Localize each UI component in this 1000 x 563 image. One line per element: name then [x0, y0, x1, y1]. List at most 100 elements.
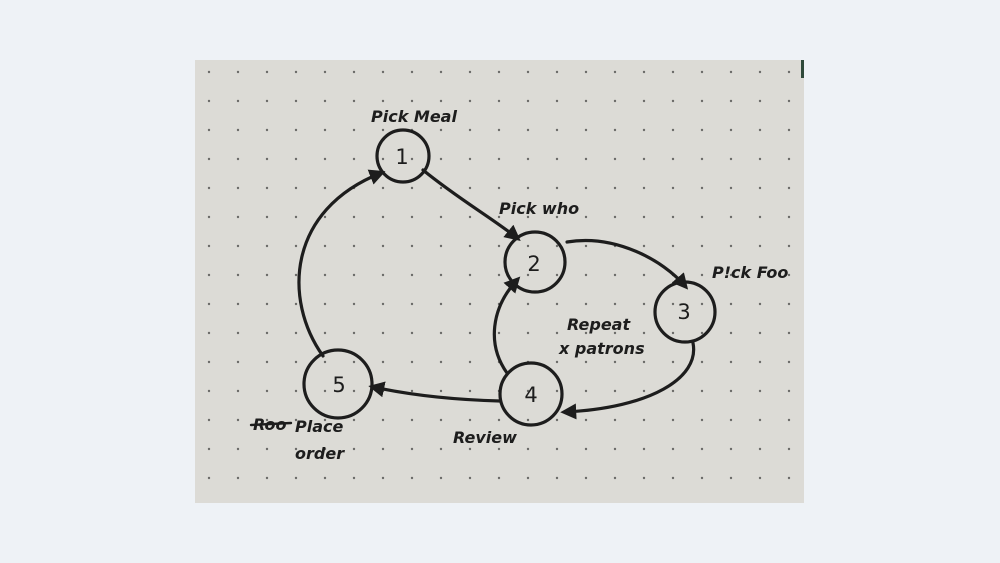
grid-dot	[758, 70, 762, 74]
grid-dot	[439, 215, 443, 219]
grid-dot	[555, 215, 559, 219]
grid-dot	[584, 157, 588, 161]
strikethrough-line	[249, 421, 293, 427]
grid-dot	[468, 273, 472, 277]
grid-dot	[294, 273, 298, 277]
grid-dot	[700, 476, 704, 480]
grid-dot	[236, 331, 240, 335]
grid-dot	[700, 70, 704, 74]
grid-dot	[381, 186, 385, 190]
grid-dot	[613, 99, 617, 103]
grid-dot	[700, 331, 704, 335]
grid-dot	[439, 476, 443, 480]
grid-dot	[352, 389, 356, 393]
grid-dot	[265, 215, 269, 219]
grid-dot	[439, 389, 443, 393]
grid-dot	[526, 128, 530, 132]
grid-dot	[642, 244, 646, 248]
grid-dot	[671, 128, 675, 132]
grid-dot	[468, 215, 472, 219]
grid-dot	[439, 157, 443, 161]
grid-dot	[584, 418, 588, 422]
grid-dot	[410, 476, 414, 480]
grid-dot	[787, 99, 791, 103]
grid-dot	[700, 157, 704, 161]
grid-dot	[323, 128, 327, 132]
grid-dot	[613, 418, 617, 422]
node-3: 3	[653, 280, 717, 344]
grid-dot	[584, 70, 588, 74]
grid-dot	[729, 157, 733, 161]
grid-dot	[526, 418, 530, 422]
label-pick-meal: Pick Meal	[371, 107, 457, 126]
grid-dot	[642, 157, 646, 161]
grid-dot	[439, 302, 443, 306]
grid-dot	[323, 302, 327, 306]
grid-dot	[613, 157, 617, 161]
grid-dot	[526, 476, 530, 480]
grid-dot	[497, 447, 501, 451]
grid-dot	[236, 157, 240, 161]
grid-dot	[497, 128, 501, 132]
grid-dot	[207, 186, 211, 190]
grid-dot	[642, 418, 646, 422]
grid-dot	[729, 70, 733, 74]
grid-dot	[787, 389, 791, 393]
grid-dot	[642, 128, 646, 132]
grid-dot	[555, 389, 559, 393]
grid-dot	[410, 447, 414, 451]
grid-dot	[381, 215, 385, 219]
grid-dot	[787, 215, 791, 219]
grid-dot	[236, 302, 240, 306]
grid-dot	[555, 331, 559, 335]
grid-dot	[497, 244, 501, 248]
grid-dot	[352, 99, 356, 103]
grid-dot	[439, 418, 443, 422]
grid-dot	[584, 447, 588, 451]
node-1: 1	[375, 128, 431, 184]
grid-dot	[294, 360, 298, 364]
grid-dot	[352, 447, 356, 451]
grid-dot	[410, 99, 414, 103]
grid-dot	[207, 99, 211, 103]
grid-dot	[584, 331, 588, 335]
grid-dot	[555, 418, 559, 422]
grid-dot	[613, 360, 617, 364]
grid-dot	[323, 273, 327, 277]
grid-dot	[729, 128, 733, 132]
edge-3-to-4	[560, 341, 696, 420]
grid-dot	[642, 99, 646, 103]
grid-dot	[468, 128, 472, 132]
node-4: 4	[498, 361, 564, 427]
grid-dot	[671, 186, 675, 190]
grid-dot	[323, 244, 327, 248]
grid-dot	[613, 273, 617, 277]
grid-dot	[758, 186, 762, 190]
grid-dot	[265, 273, 269, 277]
grid-dot	[352, 244, 356, 248]
grid-dot	[352, 70, 356, 74]
grid-dot	[381, 331, 385, 335]
grid-dot	[410, 244, 414, 248]
notebook-page: 1 2 3 4 5 Pick Meal Pick who P!ck Foo Re…	[195, 60, 804, 503]
grid-dot	[265, 418, 269, 422]
grid-dot	[381, 157, 385, 161]
grid-dot	[671, 331, 675, 335]
grid-dot	[497, 157, 501, 161]
grid-dot	[236, 273, 240, 277]
grid-dot	[497, 418, 501, 422]
grid-dot	[787, 273, 791, 277]
label-order: order	[295, 444, 345, 463]
grid-dot	[613, 447, 617, 451]
grid-dot	[468, 70, 472, 74]
grid-dot	[758, 244, 762, 248]
grid-dot	[700, 215, 704, 219]
grid-dot	[555, 476, 559, 480]
grid-dot	[526, 447, 530, 451]
grid-dot	[758, 389, 762, 393]
grid-dot	[236, 476, 240, 480]
grid-dot	[700, 273, 704, 277]
grid-dot	[352, 215, 356, 219]
grid-dot	[323, 476, 327, 480]
grid-dot	[410, 186, 414, 190]
